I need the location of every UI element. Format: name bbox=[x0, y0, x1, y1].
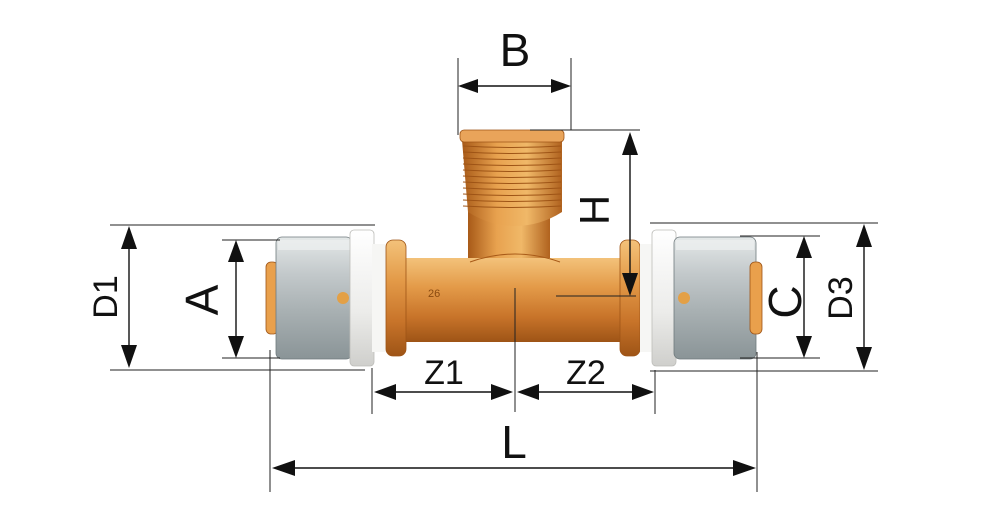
thread-ridge bbox=[462, 175, 562, 179]
thread-ridge bbox=[462, 157, 562, 161]
dimension-Z2: Z2 bbox=[517, 354, 654, 400]
dimension-A: A bbox=[176, 240, 244, 358]
dimension-B: B bbox=[458, 24, 571, 93]
thread-ridge bbox=[462, 205, 562, 209]
branch-threads bbox=[462, 145, 562, 209]
main-run bbox=[398, 258, 636, 342]
dimension-H: H bbox=[571, 132, 638, 296]
extension-lines bbox=[110, 58, 878, 492]
dimension-D1: D1 bbox=[87, 226, 137, 368]
label-L: L bbox=[501, 416, 527, 468]
label-A: A bbox=[176, 284, 228, 315]
dimension-C: C bbox=[759, 236, 812, 358]
thread-ridge bbox=[462, 187, 562, 191]
dimension-L: L bbox=[272, 416, 756, 476]
label-B: B bbox=[500, 24, 531, 76]
thread-ridge bbox=[462, 169, 562, 173]
label-D1: D1 bbox=[87, 275, 125, 318]
dimension-D3: D3 bbox=[822, 224, 872, 370]
label-Z2: Z2 bbox=[566, 354, 606, 392]
label-D3: D3 bbox=[822, 276, 860, 319]
thread-ridge bbox=[462, 163, 562, 167]
label-C: C bbox=[759, 285, 811, 318]
left-press-sleeve bbox=[265, 229, 407, 367]
threaded-branch bbox=[459, 129, 565, 270]
dimension-Z1: Z1 bbox=[374, 354, 513, 400]
right-press-sleeve bbox=[619, 229, 763, 367]
thread-ridge bbox=[462, 145, 562, 149]
fitting-marking: 26 bbox=[428, 288, 440, 300]
label-Z1: Z1 bbox=[424, 354, 464, 392]
label-H: H bbox=[571, 195, 618, 225]
fitting-body: 26 bbox=[265, 129, 763, 412]
thread-ridge bbox=[462, 199, 562, 203]
thread-ridge bbox=[462, 181, 562, 185]
thread-ridge bbox=[462, 151, 562, 155]
thread-ridge bbox=[462, 193, 562, 197]
